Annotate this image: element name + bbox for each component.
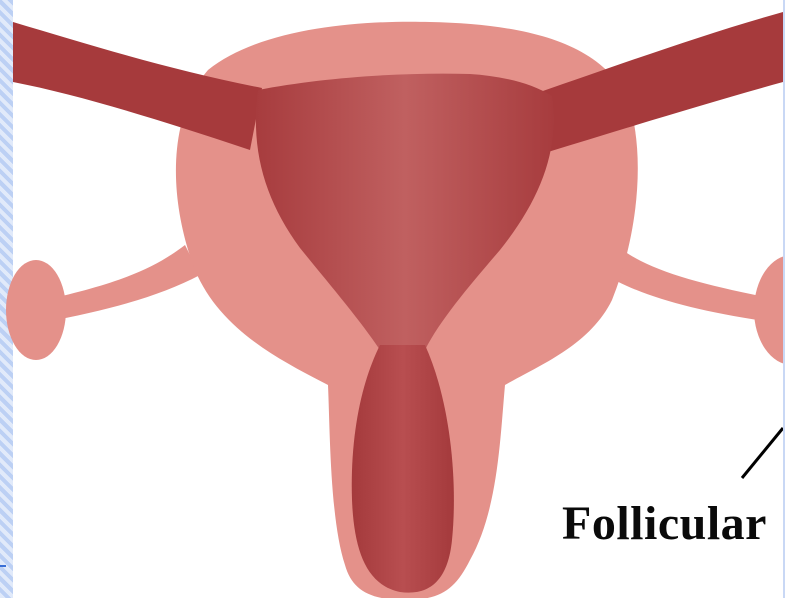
follicular-phase-label: Follicular [562,496,767,551]
